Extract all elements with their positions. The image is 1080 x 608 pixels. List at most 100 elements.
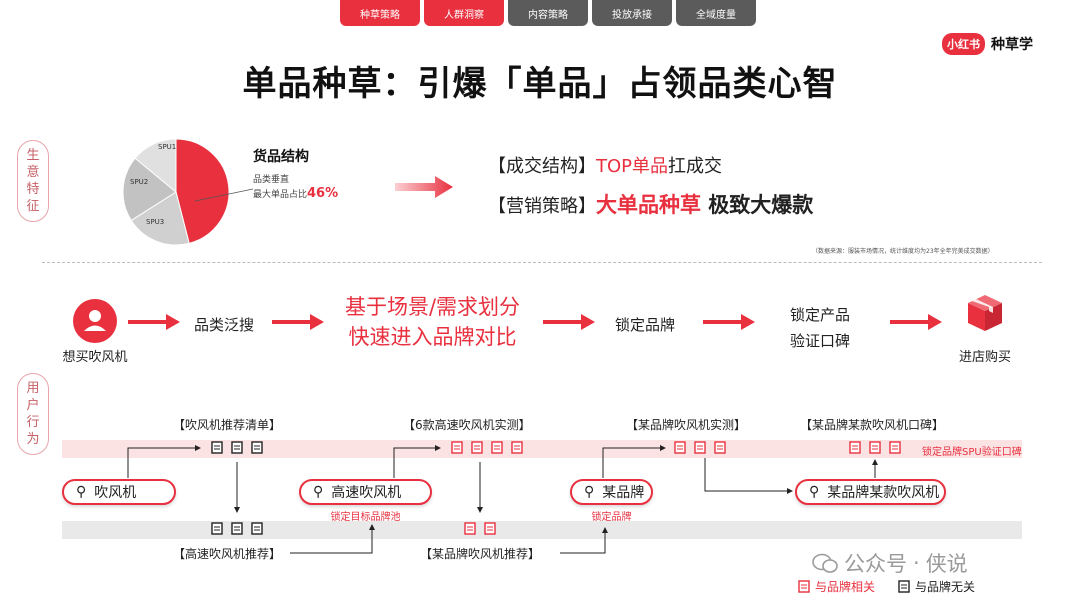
content-label-brand-model-reviews: 【某品牌某款吹风机口碑】 — [800, 418, 945, 432]
structure-line-marketing: 【营销策略】大单品种草 极致大爆款 — [488, 189, 813, 219]
data-source-note: （数据来源：服装市场情况，统计维度均为23年全年完美成交数据） — [812, 248, 994, 255]
search-icon: ⚲ — [76, 484, 87, 500]
tab-measurement[interactable]: 全域度量 — [676, 0, 756, 26]
content-label-fast-recommend: 【高速吹风机推荐】 — [173, 547, 282, 561]
flow-arrow-icon — [272, 314, 324, 330]
note-related-icon — [484, 522, 496, 535]
watermark-text1: 公众号 — [844, 552, 907, 576]
note-icons-row — [210, 522, 264, 535]
logo-text: 种草学 — [991, 37, 1033, 53]
tab-delivery[interactable]: 投放承接 — [592, 0, 672, 26]
note-icons-row — [848, 441, 902, 454]
note-related-icon — [511, 441, 523, 454]
search-icon: ⚲ — [584, 484, 595, 500]
note-unrelated-icon — [231, 441, 243, 454]
side-label-behavior-text: 用户行为 — [26, 381, 40, 447]
flow-start-label: 想买吹风机 — [62, 350, 128, 365]
note-related-icon — [674, 441, 686, 454]
pie-slice-2 — [122, 157, 177, 222]
note-related-icon — [849, 441, 861, 454]
watermark-dot: · — [913, 551, 920, 575]
structure-deal-suffix: 扛成交 — [668, 156, 723, 177]
flow-step-lock-product-line2: 验证口碑 — [789, 332, 850, 350]
note-related-icon — [451, 441, 463, 454]
search-pill-hairdryer-text: 吹风机 — [94, 485, 137, 501]
note-unrelated-icon — [211, 522, 223, 535]
wechat-watermark: 公众号 · 侠说 — [812, 548, 968, 578]
note-related-icon — [471, 441, 483, 454]
gradient-arrow-icon — [395, 176, 453, 198]
watermark-text2: 侠说 — [925, 552, 968, 576]
side-label-business: 生意特征 — [17, 140, 49, 222]
brand-unrelated-band — [62, 521, 1022, 539]
content-label-brand-recommend: 【某品牌吹风机推荐】 — [420, 547, 541, 561]
wechat-icon — [812, 553, 838, 573]
note-related-icon — [464, 522, 476, 535]
flow-step-lock-product: 锁定产品 验证口碑 — [775, 302, 865, 354]
package-box-icon — [968, 295, 1002, 331]
note-related-icon — [714, 441, 726, 454]
brand-related-band — [62, 440, 1022, 458]
search-pill-brand-note: 锁定品牌 — [591, 512, 632, 523]
pie-note-max: 最大单品占比 46% — [253, 186, 338, 201]
content-label-brand-test: 【某品牌吹风机实测】 — [626, 418, 747, 432]
pie-note-vertical: 品类垂直 — [253, 175, 290, 185]
pie-title: 货品结构 — [253, 149, 309, 165]
flow-arrow-icon — [890, 314, 942, 330]
structure-marketing-prefix: 【营销策略】 — [488, 196, 596, 217]
pie-label-spu2: SPU2 — [130, 178, 148, 186]
pie-note-max-pct: 46% — [307, 186, 339, 201]
pie-leader-line — [195, 188, 254, 202]
flow-arrow-icon — [128, 314, 180, 330]
search-pill-hairdryer[interactable]: ⚲ 吹风机 — [62, 479, 176, 505]
legend-related-icon — [798, 580, 810, 593]
note-related-icon — [491, 441, 503, 454]
band-note: 锁定品牌SPU验证口碑 — [922, 447, 1022, 458]
note-icons-row — [450, 441, 524, 454]
flow-step-lock-brand: 锁定品牌 — [614, 316, 675, 334]
note-related-icon — [694, 441, 706, 454]
note-unrelated-icon — [251, 441, 263, 454]
search-pill-fast-hairdryer-text: 高速吹风机 — [331, 485, 402, 501]
note-icons-row — [210, 441, 264, 454]
search-pill-brand-text: 某品牌 — [602, 485, 645, 501]
legend-unrelated-label: 与品牌无关 — [915, 580, 976, 594]
search-icon: ⚲ — [313, 484, 324, 500]
pie-note-max-label: 最大单品占比 — [253, 190, 308, 200]
note-unrelated-icon — [231, 522, 243, 535]
flow-arrow-icon — [703, 314, 755, 330]
search-pill-brand[interactable]: ⚲ 某品牌 — [570, 479, 653, 505]
side-label-business-text: 生意特征 — [26, 148, 40, 214]
note-related-icon — [869, 441, 881, 454]
content-label-recommend-list: 【吹风机推荐清单】 — [173, 418, 282, 432]
note-icons-row — [463, 522, 497, 535]
legend-related-label: 与品牌相关 — [815, 580, 876, 594]
pie-label-spu1: SPU1 — [158, 143, 176, 151]
top-tab-bar: 种草策略 人群洞察 内容策略 投放承接 全域度量 — [340, 0, 756, 26]
search-pill-brand-model-text: 某品牌某款吹风机 — [827, 485, 940, 501]
page-title: 单品种草：引爆「单品」占领品类心智 — [242, 64, 838, 104]
search-icon: ⚲ — [809, 484, 820, 500]
flow-step-scenario: 基于场景/需求划分 快速进入品牌对比 — [325, 292, 540, 352]
legend-unrelated-icon — [898, 580, 910, 593]
brand-logo: 小红书 种草学 — [942, 33, 1033, 55]
flow-step-scenario-line2: 快速进入品牌对比 — [348, 325, 517, 349]
note-unrelated-icon — [211, 441, 223, 454]
tab-content[interactable]: 内容策略 — [508, 0, 588, 26]
search-pill-fast-hairdryer[interactable]: ⚲ 高速吹风机 — [299, 479, 432, 505]
pie-slice-0 — [175, 138, 230, 244]
search-pill-brand-model[interactable]: ⚲ 某品牌某款吹风机 — [795, 479, 946, 505]
logo-badge: 小红书 — [942, 33, 985, 55]
content-label-test-6: 【6款高速吹风机实测】 — [403, 418, 531, 432]
tab-audience[interactable]: 人群洞察 — [424, 0, 504, 26]
structure-deal-prefix: 【成交结构】 — [488, 156, 596, 177]
note-related-icon — [889, 441, 901, 454]
search-pill-fast-hairdryer-note: 锁定目标品牌池 — [330, 512, 401, 523]
pie-label-spu3: SPU3 — [146, 218, 164, 226]
structure-deal-red: TOP单品 — [596, 156, 669, 177]
side-label-behavior: 用户行为 — [17, 373, 49, 455]
tab-strategy[interactable]: 种草策略 — [340, 0, 420, 26]
goods-structure-pie: SPU1 SPU2 SPU3 — [122, 138, 230, 246]
flow-step-lock-product-line1: 锁定产品 — [789, 306, 850, 324]
flow-end-label: 进店购买 — [958, 350, 1011, 365]
